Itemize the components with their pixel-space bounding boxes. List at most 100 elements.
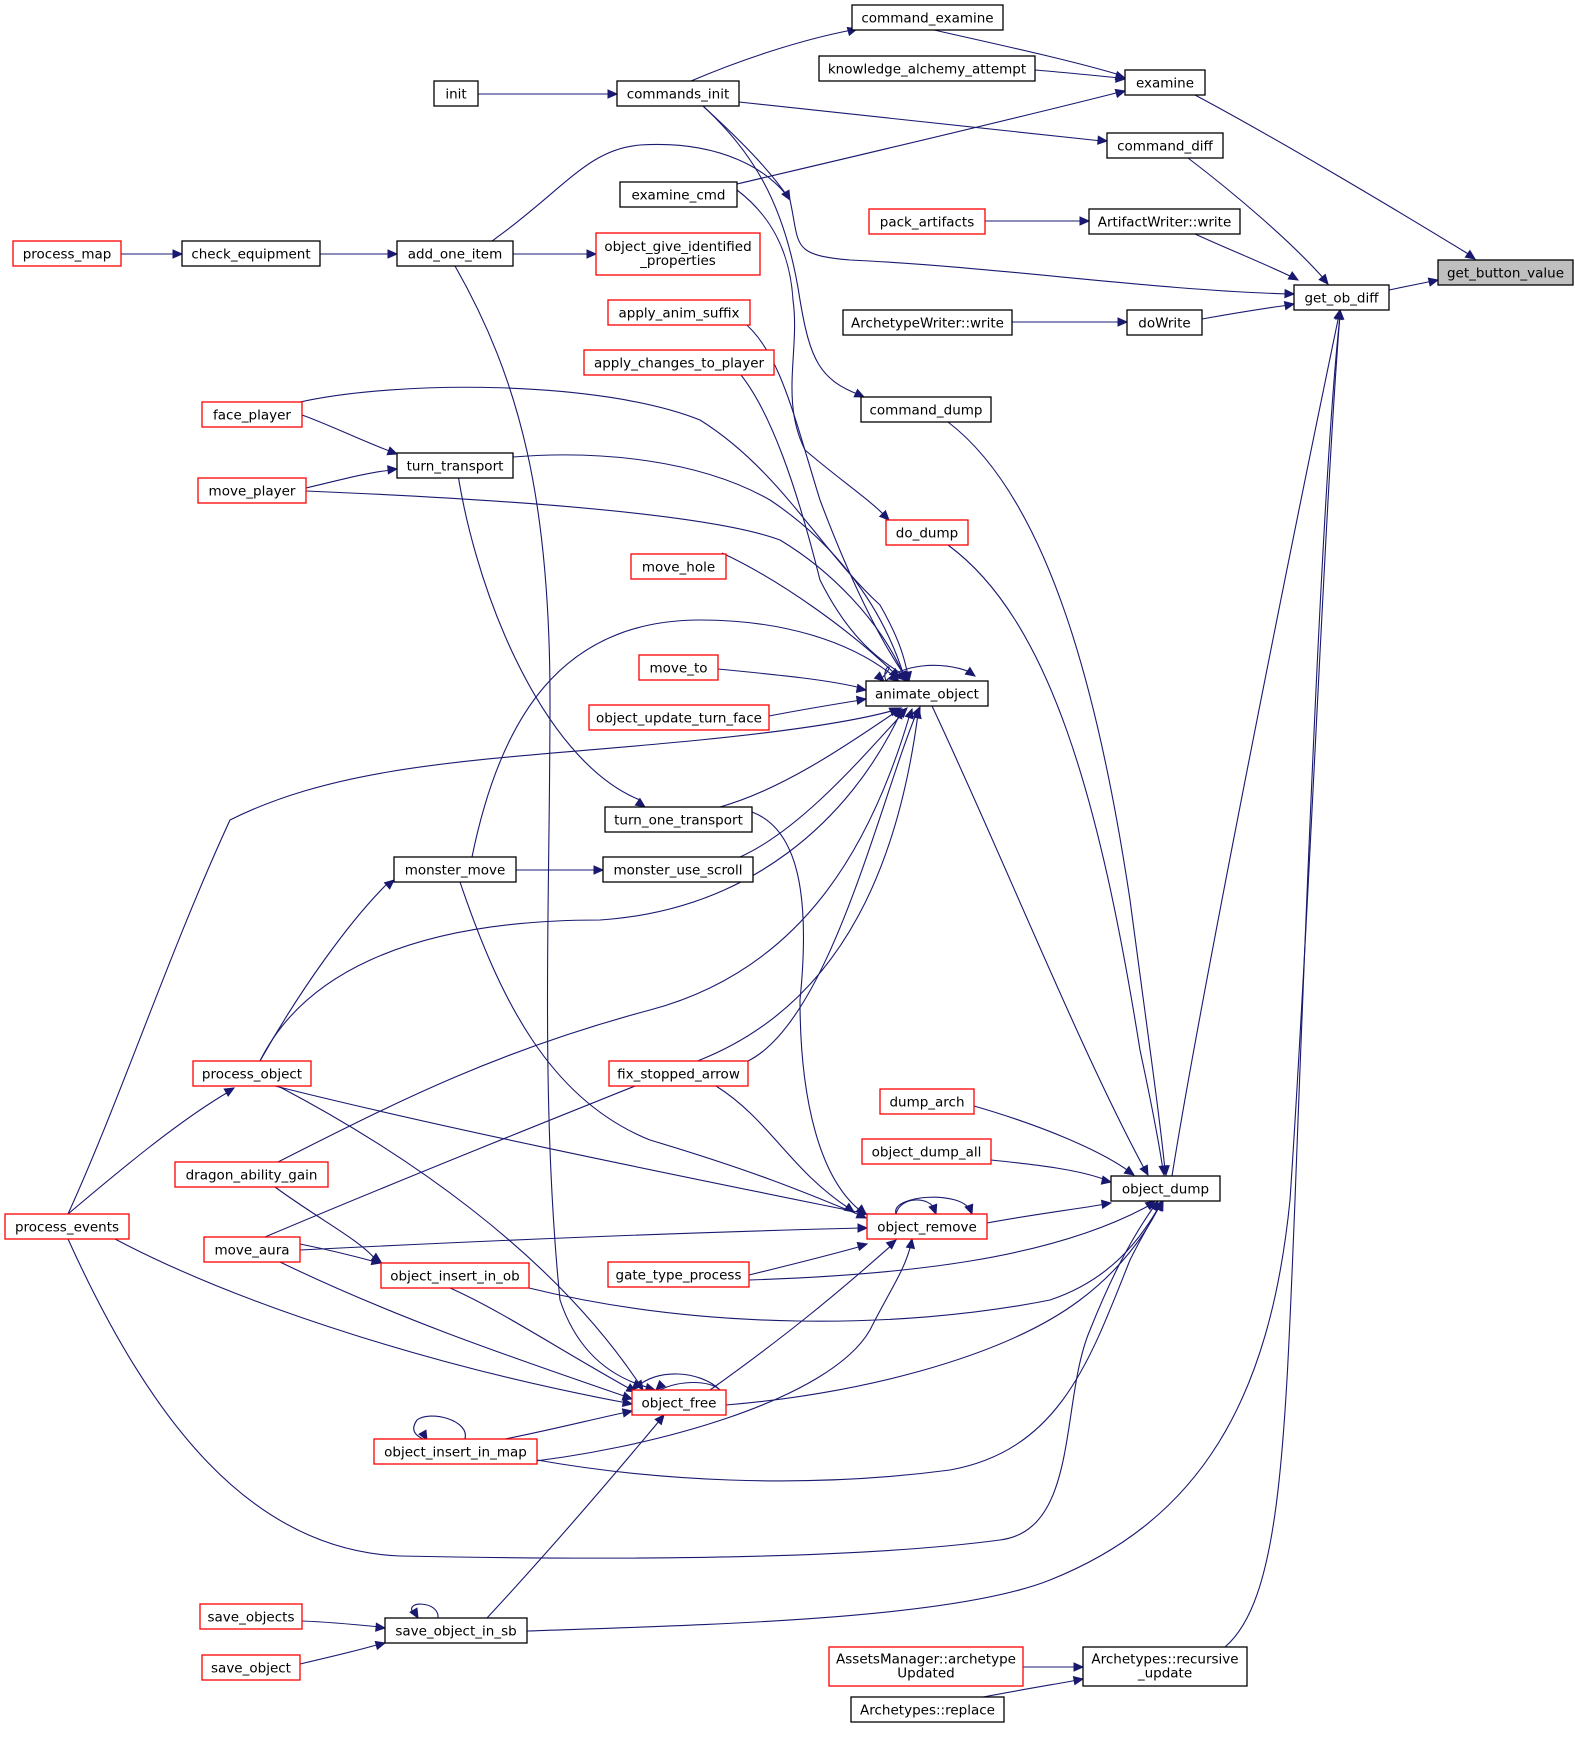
node-box <box>201 401 303 428</box>
node-object-dump-all[interactable]: object_dump_all <box>861 1138 992 1165</box>
node-label: knowledge_alchemy_attempt <box>828 62 1026 78</box>
call-edge <box>885 664 977 682</box>
node-object-remove[interactable]: object_remove <box>866 1213 988 1240</box>
node-command-diff[interactable]: command_diff <box>1106 132 1224 159</box>
node-archetypes-recursive-update[interactable]: Archetypes::recursive_update <box>1082 1646 1248 1687</box>
node-label: commands_init <box>627 87 730 103</box>
call-edge <box>413 1415 466 1442</box>
node-box <box>1437 259 1574 286</box>
node-archetypes-replace[interactable]: Archetypes::replace <box>850 1696 1005 1723</box>
node-pack-artifacts[interactable]: pack_artifacts <box>868 208 986 235</box>
node-label: save_objects <box>208 1610 295 1626</box>
node-examine-cmd[interactable]: examine_cmd <box>619 181 738 208</box>
call-edge <box>931 705 1149 1177</box>
node-save-object-in-sb[interactable]: save_object_in_sb <box>384 1617 528 1644</box>
node-add-one-item[interactable]: add_one_item <box>396 240 514 267</box>
node-box <box>380 1262 530 1289</box>
node-object-insert-in-ob[interactable]: object_insert_in_ob <box>380 1262 530 1289</box>
node-command-examine[interactable]: command_examine <box>851 4 1004 31</box>
node-label: Archetypes::replace <box>860 1703 995 1719</box>
node-move-aura[interactable]: move_aura <box>203 1236 301 1263</box>
node-move-to[interactable]: move_to <box>638 654 719 681</box>
node-label-line: _properties <box>639 253 716 269</box>
node-move-hole[interactable]: move_hole <box>630 553 727 580</box>
node-box <box>851 4 1004 31</box>
node-box <box>607 299 751 326</box>
node-label: dragon_ability_gain <box>186 1168 318 1184</box>
call-edge <box>516 865 605 875</box>
node-label: object_update_turn_face <box>596 711 762 727</box>
node-monster-use-scroll[interactable]: monster_use_scroll <box>602 856 754 883</box>
call-edge <box>1201 300 1296 320</box>
node-artifactwriter-write[interactable]: ArtifactWriter::write <box>1088 208 1241 235</box>
node-gate-type-process[interactable]: gate_type_process <box>607 1261 750 1288</box>
call-edge <box>1224 308 1345 1648</box>
node-label: object_remove <box>877 1220 977 1236</box>
node-label-line: Updated <box>897 1666 954 1682</box>
call-edge <box>1012 317 1129 327</box>
call-edge <box>454 143 791 267</box>
call-edge <box>279 1261 634 1401</box>
call-edge <box>990 1159 1113 1185</box>
call-edge <box>301 1620 387 1632</box>
node-label: check_equipment <box>191 247 310 263</box>
node-box <box>861 1138 992 1165</box>
node-label: examine_cmd <box>632 188 726 204</box>
node-init[interactable]: init <box>433 80 479 107</box>
node-apply-changes-to-player[interactable]: apply_changes_to_player <box>583 349 775 376</box>
call-edge <box>274 1085 869 1218</box>
node-fix-stopped-arrow[interactable]: fix_stopped_arrow <box>608 1060 749 1087</box>
node-get-ob-diff[interactable]: get_ob_diff <box>1293 284 1390 311</box>
node-object-give-identified-properties[interactable]: object_give_identified_properties <box>595 232 761 276</box>
node-label: ArtifactWriter::write <box>1098 215 1232 231</box>
node-process-object[interactable]: process_object <box>192 1060 312 1087</box>
node-box <box>4 1213 130 1240</box>
node-commands-init[interactable]: commands_init <box>616 80 740 107</box>
node-dowrite[interactable]: doWrite <box>1126 309 1203 336</box>
call-edge <box>1187 157 1329 285</box>
node-do-dump[interactable]: do_dump <box>885 519 969 546</box>
node-object-free[interactable]: object_free <box>631 1389 727 1416</box>
node-object-dump[interactable]: object_dump <box>1110 1175 1221 1202</box>
node-check-equipment[interactable]: check_equipment <box>181 240 321 267</box>
node-label: command_diff <box>1117 139 1213 155</box>
node-archetypewriter-write[interactable]: ArchetypeWriter::write <box>842 309 1013 336</box>
node-box <box>885 519 969 546</box>
call-edge <box>67 1199 1159 1559</box>
node-box <box>199 1603 303 1630</box>
node-move-player[interactable]: move_player <box>197 477 307 504</box>
node-label: process_object <box>202 1067 302 1083</box>
call-edges <box>67 26 1477 1698</box>
node-dump-arch[interactable]: dump_arch <box>879 1088 975 1115</box>
node-save-objects[interactable]: save_objects <box>199 1603 303 1630</box>
node-label: dump_arch <box>889 1095 964 1111</box>
node-monster-move[interactable]: monster_move <box>393 856 517 883</box>
call-edge <box>1194 233 1300 281</box>
node-label: pack_artifacts <box>880 215 974 231</box>
node-box <box>630 553 727 580</box>
node-label: turn_one_transport <box>614 813 743 829</box>
node-command-dump[interactable]: command_dump <box>860 396 992 423</box>
call-edge <box>747 705 921 1062</box>
node-save-object[interactable]: save_object <box>201 1654 301 1681</box>
node-process-events[interactable]: process_events <box>4 1213 130 1240</box>
node-object-update-turn-face[interactable]: object_update_turn_face <box>588 704 770 731</box>
call-edge <box>1194 94 1477 260</box>
node-get-button-value[interactable]: get_button_value <box>1437 259 1574 286</box>
node-examine[interactable]: examine <box>1124 69 1206 96</box>
call-edge <box>513 249 598 259</box>
node-turn-transport[interactable]: turn_transport <box>396 452 514 479</box>
call-edge <box>873 666 890 682</box>
node-label: init <box>445 87 466 103</box>
node-label: fix_stopped_arrow <box>617 1067 740 1083</box>
node-process-map[interactable]: process_map <box>12 240 122 267</box>
node-apply-anim-suffix[interactable]: apply_anim_suffix <box>607 299 751 326</box>
node-face-player[interactable]: face_player <box>201 401 303 428</box>
node-object-insert-in-map[interactable]: object_insert_in_map <box>373 1438 538 1465</box>
node-animate-object[interactable]: animate_object <box>865 680 989 707</box>
node-label: turn_transport <box>407 459 504 475</box>
node-turn-one-transport[interactable]: turn_one_transport <box>604 806 753 833</box>
node-dragon-ability-gain[interactable]: dragon_ability_gain <box>174 1161 329 1188</box>
node-knowledge-alchemy-attempt[interactable]: knowledge_alchemy_attempt <box>818 55 1036 82</box>
